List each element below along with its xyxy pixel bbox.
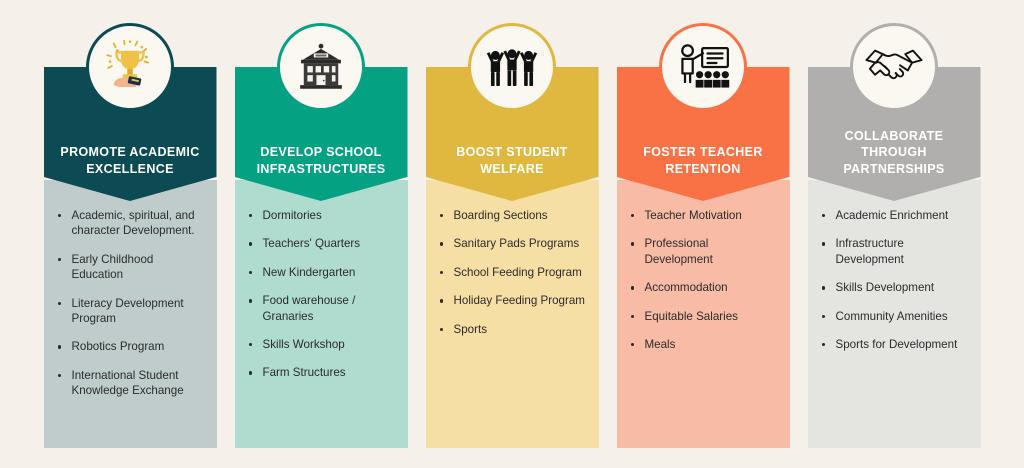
body-boost-student-welfare: Boarding Sections Sanitary Pads Programs…: [425, 180, 599, 448]
bullet-list: Academic, spiritual, and character Devel…: [54, 208, 205, 399]
handshake-icon: [865, 49, 923, 80]
list-item: Sanitary Pads Programs: [436, 236, 587, 251]
list-item: Sports for Development: [818, 337, 969, 352]
list-item: Equitable Salaries: [627, 309, 778, 324]
list-item: Farm Structures: [245, 365, 396, 380]
school-building-icon: [300, 43, 342, 89]
list-item: New Kindergarten: [245, 265, 396, 280]
bullet-list: Boarding Sections Sanitary Pads Programs…: [436, 208, 587, 337]
column-title: DEVELOP SCHOOL INFRASTRUCTURES: [256, 145, 386, 176]
bullet-list: Dormitories Teachers' Quarters New Kinde…: [245, 208, 396, 381]
list-item: International Student Knowledge Exchange: [54, 368, 205, 399]
list-item: Food warehouse / Granaries: [245, 293, 396, 324]
list-item: Teachers' Quarters: [245, 236, 396, 251]
people-celebrating-icon: [486, 49, 538, 87]
body-foster-teacher-retention: Teacher Motivation Professional Developm…: [616, 180, 790, 448]
bullet-list: Teacher Motivation Professional Developm…: [627, 208, 778, 352]
list-item: Skills Workshop: [245, 337, 396, 352]
list-item: Dormitories: [245, 208, 396, 223]
column-promote-academic-excellence: PROMOTE ACADEMIC EXCELLENCE Academic, sp…: [43, 23, 217, 448]
list-item: Early Childhood Education: [54, 252, 205, 283]
list-item: Meals: [627, 337, 778, 352]
column-title: PROMOTE ACADEMIC EXCELLENCE: [60, 145, 200, 176]
column-title: BOOST STUDENT WELFARE: [456, 145, 568, 176]
list-item: Infrastructure Development: [818, 236, 969, 267]
column-collaborate-through-partnerships: COLLABORATE THROUGH PARTNERSHIPS Academi…: [807, 23, 981, 448]
people-celebrating-icon-badge: [468, 23, 556, 111]
body-collaborate-through-partnerships: Academic Enrichment Infrastructure Devel…: [807, 180, 981, 448]
column-boost-student-welfare: BOOST STUDENT WELFARE Boarding Sections …: [425, 23, 599, 448]
list-item: Academic, spiritual, and character Devel…: [54, 208, 205, 239]
trophy-icon-badge: [86, 23, 174, 111]
teacher-classroom-icon: [681, 44, 730, 88]
column-develop-school-infrastructures: DEVELOP SCHOOL INFRASTRUCTURES Dormitori…: [234, 23, 408, 448]
school-building-icon-badge: [277, 23, 365, 111]
list-item: Sports: [436, 322, 587, 337]
trophy-icon: [106, 39, 150, 87]
body-promote-academic-excellence: Academic, spiritual, and character Devel…: [43, 180, 217, 448]
list-item: Robotics Program: [54, 339, 205, 354]
handshake-icon-badge: [850, 23, 938, 111]
list-item: Boarding Sections: [436, 208, 587, 223]
list-item: Community Amenities: [818, 309, 969, 324]
bullet-list: Academic Enrichment Infrastructure Devel…: [818, 208, 969, 352]
teacher-classroom-icon-badge: [659, 23, 747, 111]
list-item: Teacher Motivation: [627, 208, 778, 223]
column-foster-teacher-retention: FOSTER TEACHER RETENTION Teacher Motivat…: [616, 23, 790, 448]
list-item: Professional Development: [627, 236, 778, 267]
list-item: Academic Enrichment: [818, 208, 969, 223]
list-item: Accommodation: [627, 280, 778, 295]
list-item: Skills Development: [818, 280, 969, 295]
column-title: FOSTER TEACHER RETENTION: [643, 145, 763, 176]
body-develop-school-infrastructures: Dormitories Teachers' Quarters New Kinde…: [234, 180, 408, 448]
column-title: COLLABORATE THROUGH PARTNERSHIPS: [843, 128, 945, 176]
list-item: Literacy Development Program: [54, 296, 205, 327]
header-promote-academic-excellence: PROMOTE ACADEMIC EXCELLENCE: [43, 67, 217, 201]
list-item: School Feeding Program: [436, 265, 587, 280]
list-item: Holiday Feeding Program: [436, 293, 587, 308]
